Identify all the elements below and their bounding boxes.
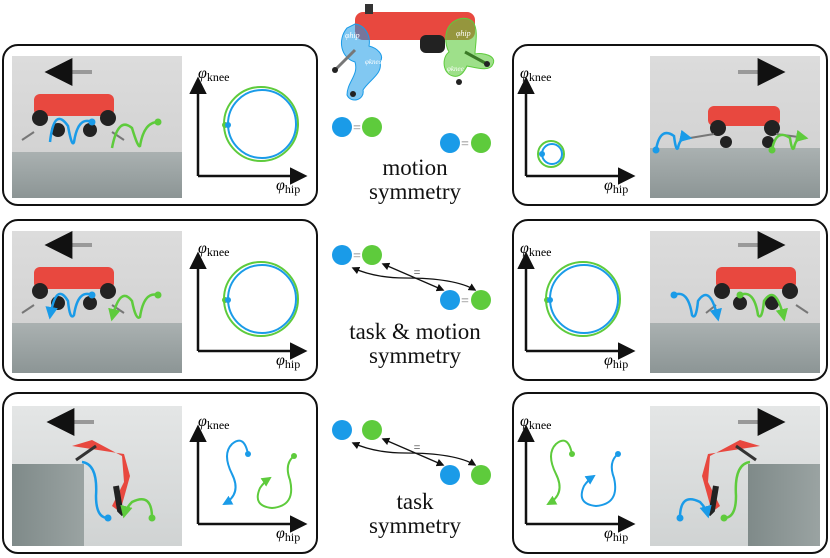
task-motion-symmetry-glyph: = = = <box>332 245 491 310</box>
blue-foot-trajectory <box>654 129 693 151</box>
green-trajectory <box>256 455 295 510</box>
phase-plot-small-loop: φknee φhip <box>517 65 636 196</box>
blue-loop <box>227 89 297 159</box>
left-hip-label: φhip <box>345 31 360 40</box>
phase-plot-s-curves: φknee φhip <box>189 413 308 544</box>
equal-sign: = <box>461 294 469 309</box>
cross-arrow <box>381 437 445 467</box>
left-leg-highlight: φhip φknee <box>332 23 383 101</box>
cross-arrow <box>381 262 445 292</box>
scene-trot-left <box>12 56 182 198</box>
robot-body <box>34 94 114 116</box>
scene-trot-right <box>650 231 820 373</box>
blue-foot-trajectory <box>678 498 712 519</box>
panel-task-motion-left: φknee φhip <box>2 219 318 381</box>
scene-trot-left <box>12 231 182 373</box>
green-foot-trajectory <box>108 293 159 322</box>
box-obstacle <box>12 464 84 546</box>
phase-plot-large-loop: φknee φhip <box>189 240 308 371</box>
green-foot-trajectory <box>110 120 159 149</box>
y-axis-label: φknee <box>520 413 552 432</box>
robot-body <box>355 12 475 40</box>
x-axis-label: φhip <box>604 525 628 544</box>
equal-sign: = <box>414 265 421 279</box>
right-leg-highlight: φhip φknee <box>443 17 495 85</box>
panel-task-left: φknee φhip <box>2 392 318 554</box>
panel-motion-left: φknee φhip <box>2 44 318 206</box>
blue-loop <box>227 264 297 334</box>
x-axis-label: φhip <box>276 525 300 544</box>
blue-trajectory <box>222 439 249 505</box>
scene-box-climb-right <box>650 406 820 546</box>
green-loop <box>223 86 299 162</box>
box-obstacle <box>748 464 820 546</box>
header-robot-illustration: φhip φknee φhip φknee <box>332 4 495 101</box>
equal-sign: = <box>353 249 361 264</box>
x-axis-label: φhip <box>604 177 628 196</box>
equal-sign: = <box>461 137 469 152</box>
blue-foot-trajectory <box>81 460 109 520</box>
green-foot-trajectory <box>120 498 154 519</box>
robot-body <box>34 267 114 289</box>
left-knee-label: φknee <box>365 58 382 66</box>
phase-plot-s-curves-mirrored: φknee φhip <box>517 413 636 544</box>
y-axis-label: φknee <box>198 65 230 84</box>
green-foot-trajectory <box>739 292 788 322</box>
panel-task-right: φknee φhip <box>512 392 828 554</box>
right-hip-label: φhip <box>456 29 471 38</box>
equal-sign: = <box>353 121 361 136</box>
green-loop <box>223 261 299 337</box>
x-axis-label: φhip <box>276 352 300 371</box>
motion-symmetry-glyph: = = <box>332 117 491 153</box>
green-loop <box>537 140 565 168</box>
green-foot-trajectory <box>723 460 751 520</box>
panel-motion-right: φknee φhip <box>512 44 828 206</box>
blue-trajectory <box>580 453 619 508</box>
robot-body <box>716 267 796 289</box>
green-foot-trajectory <box>770 129 809 151</box>
y-axis-label: φknee <box>520 65 552 84</box>
right-knee-label: φknee <box>447 65 464 73</box>
blue-foot-trajectory <box>45 292 93 320</box>
y-axis-label: φknee <box>198 413 230 432</box>
x-axis-label: φhip <box>276 177 300 196</box>
panel-task-motion-right: φknee φhip <box>512 219 828 381</box>
equal-sign: = <box>414 440 421 454</box>
phase-plot-large-loop: φknee φhip <box>189 65 308 196</box>
blue-foot-trajectory <box>673 292 722 322</box>
green-trajectory <box>546 439 573 505</box>
phase-plot-large-loop: φknee φhip <box>517 240 636 371</box>
green-loop <box>545 261 621 337</box>
x-axis-label: φhip <box>604 352 628 371</box>
task-symmetry-glyph: = <box>332 420 491 485</box>
scene-crouch-right <box>650 56 820 198</box>
y-axis-label: φknee <box>198 240 230 259</box>
blue-loop <box>549 264 619 334</box>
robot-body <box>708 106 780 126</box>
scene-box-climb-left <box>12 406 182 546</box>
blue-foot-trajectory <box>48 117 93 145</box>
y-axis-label: φknee <box>520 240 552 259</box>
